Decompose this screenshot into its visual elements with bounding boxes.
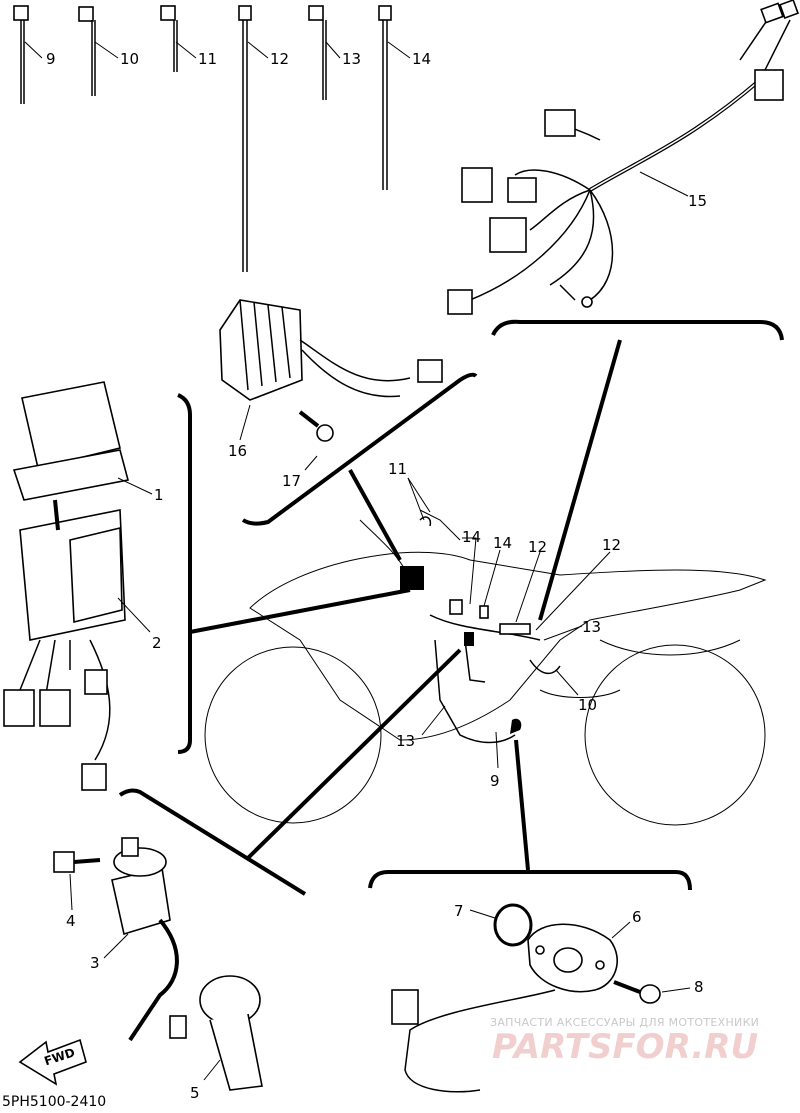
screw-8: [613, 980, 691, 1004]
label-part-3: 3: [90, 954, 100, 972]
label-part-12: 12: [270, 50, 289, 68]
label-part-10-bike: 10: [578, 696, 597, 714]
label-part-15: 15: [688, 192, 707, 210]
coil-link-line: [246, 648, 462, 860]
bolt-17: [298, 410, 334, 471]
cdi-link-line: [189, 588, 411, 634]
ignition-coil: [103, 837, 187, 1042]
wire-harness: [447, 0, 799, 315]
cdi-bracket: [177, 393, 192, 754]
label-part-13-bike-b: 13: [396, 732, 415, 750]
label-part-16: 16: [228, 442, 247, 460]
coil-bracket: [118, 788, 307, 896]
label-part-12-bike-b: 12: [602, 536, 621, 554]
label-part-13: 13: [342, 50, 361, 68]
figure-code: 5PH5100-2410: [2, 1094, 106, 1109]
bolt-4: [53, 851, 101, 911]
sensor-6: [391, 921, 631, 1093]
label-part-11: 11: [198, 50, 217, 68]
label-part-2: 2: [152, 634, 162, 652]
cable-tie-11: [160, 5, 178, 72]
bike-callout-leaders: [407, 477, 611, 769]
harness-link-line: [538, 339, 622, 621]
cable-tie-9: [13, 5, 29, 104]
label-part-4: 4: [66, 912, 76, 930]
cdi-unit: [3, 381, 153, 791]
cable-tie-12: [238, 5, 252, 272]
label-part-8: 8: [694, 978, 704, 996]
label-part-6: 6: [632, 908, 642, 926]
label-part-11-bike: 11: [388, 460, 407, 478]
rectifier-regulator: [219, 299, 443, 401]
watermark-brand: PARTSFOR.RU: [492, 1027, 758, 1067]
cable-tie-10: [78, 6, 96, 96]
label-part-14-bike-b: 14: [493, 534, 512, 552]
spark-plug-cap: [199, 975, 263, 1091]
sensor-link-line: [514, 739, 530, 871]
sensor-bracket: [368, 870, 692, 891]
label-part-14-bike-a: 14: [462, 528, 481, 546]
watermark-tagline: ЗАПЧАСТИ АКСЕССУАРЫ ДЛЯ МОТОТЕХНИКИ: [490, 1016, 759, 1029]
cable-tie-13: [308, 5, 327, 100]
tie-leaders: [24, 41, 411, 59]
o-ring-7: [469, 903, 533, 947]
cable-tie-14: [378, 5, 392, 190]
label-part-1: 1: [154, 486, 164, 504]
label-part-5: 5: [190, 1084, 200, 1102]
label-part-10: 10: [120, 50, 139, 68]
label-part-12-bike-a: 12: [528, 538, 547, 556]
label-part-17: 17: [282, 472, 301, 490]
motorcycle-outline: [204, 509, 767, 826]
label-part-9-bike: 9: [490, 772, 500, 790]
label-part-7: 7: [454, 902, 464, 920]
rectifier-bracket: [241, 372, 478, 526]
label-part-13-bike-a: 13: [582, 618, 601, 636]
label-part-14: 14: [412, 50, 431, 68]
label-part-9: 9: [46, 50, 56, 68]
fwd-arrow-icon: [18, 1038, 87, 1086]
harness-bracket: [491, 319, 784, 341]
rectifier-link-line: [348, 469, 402, 561]
